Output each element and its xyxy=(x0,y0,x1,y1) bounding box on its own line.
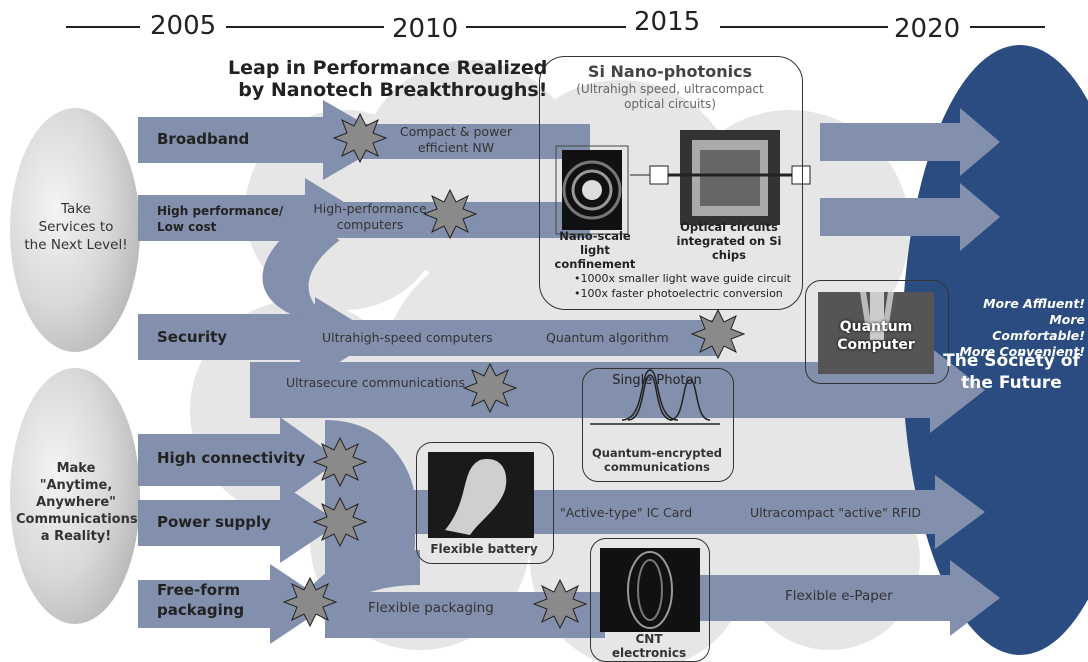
goal-oval-communications xyxy=(10,368,140,624)
burst-high-connectivity xyxy=(312,436,368,488)
burst-flexible-packaging xyxy=(532,578,588,630)
flexible-battery-image xyxy=(428,452,534,538)
future-tagline: More Affluent! More Comfortable! More Co… xyxy=(959,296,1085,359)
quantum-computer-label: Quantum Computer xyxy=(837,319,915,353)
arrow-broadband-continuation xyxy=(340,124,590,159)
single-photon-title: Single Photon xyxy=(612,373,702,388)
si-bullet-1: •1000x smaller light wave guide circuit xyxy=(574,272,791,285)
cnt-caption: CNT electronics xyxy=(611,632,687,660)
quantum-computer-image xyxy=(818,292,934,374)
si-caption-right: Optical circuits integrated on Si chips xyxy=(676,220,782,262)
label-ultrahigh-computers: Ultrahigh-speed computers xyxy=(322,330,493,345)
optical-chip-image xyxy=(630,130,811,225)
need-high-connectivity: High connectivity xyxy=(157,449,306,467)
quantum-computer-box xyxy=(805,280,949,384)
si-nanophotonics-box xyxy=(539,56,803,310)
breakthrough-bursts xyxy=(282,112,746,630)
single-photon-box xyxy=(582,368,734,482)
need-free-form-packaging: Free-form packaging xyxy=(157,581,245,619)
label-compact-nw: Compact & power efficient NW xyxy=(399,124,513,155)
si-bullet-2: •100x faster photoelectric conversion xyxy=(574,287,783,300)
label-ultracompact-rfid: Ultracompact "active" RFID xyxy=(750,505,922,520)
headline: Leap in Performance Realized by Nanotech… xyxy=(228,57,547,101)
need-high-performance: High performance/ Low cost xyxy=(157,204,284,234)
arrow-high-connectivity xyxy=(138,417,340,503)
burst-high-performance xyxy=(422,188,478,240)
burst-ultrasecure xyxy=(462,362,518,414)
si-caption-left: Nano-scale light confinement xyxy=(554,229,636,271)
single-photon-curves xyxy=(590,369,720,425)
label-flexible-epaper: Flexible e-Paper xyxy=(785,588,893,604)
goal-anytime-anywhere: Make "Anytime, Anywhere" Communications … xyxy=(16,461,138,544)
arrow-free-form-packaging xyxy=(138,564,330,644)
label-ultrasecure: Ultrasecure communications xyxy=(286,375,466,390)
arrow-broadband-future xyxy=(820,108,1000,176)
arrow-rfid xyxy=(400,475,985,549)
arrow-high-performance-future xyxy=(820,183,1000,251)
need-security: Security xyxy=(157,328,228,346)
si-subtitle: (Ultrahigh speed, ultracompact optical c… xyxy=(576,82,764,111)
burst-broadband xyxy=(332,112,388,164)
headline-line1: Leap in Performance Realized xyxy=(228,57,548,79)
flexible-battery-caption: Flexible battery xyxy=(430,542,538,556)
arrow-ultrasecure xyxy=(250,347,985,433)
year-2020: 2020 xyxy=(894,14,961,44)
light-confinement-plot xyxy=(555,145,629,235)
label-quantum-algorithm: Quantum algorithm xyxy=(546,330,669,345)
burst-free-form xyxy=(282,576,338,628)
arrow-security-continuation xyxy=(300,320,720,356)
need-power-supply: Power supply xyxy=(157,513,271,531)
burst-quantum xyxy=(690,308,746,360)
goal-oval-services xyxy=(10,108,140,352)
cnt-image xyxy=(600,548,700,632)
year-2015: 2015 xyxy=(634,7,701,37)
flexible-battery-box xyxy=(416,442,554,564)
need-broadband: Broadband xyxy=(157,130,250,148)
future-title: The Society of the Future xyxy=(943,351,1080,393)
si-title: Si Nano-photonics xyxy=(587,62,753,81)
single-photon-caption: Quantum-encrypted communications xyxy=(591,446,723,474)
label-hp-computers: High-performance computers xyxy=(313,201,427,232)
label-active-ic-card: "Active-type" IC Card xyxy=(560,505,693,520)
burst-power-supply xyxy=(312,496,368,548)
headline-line2: by Nanotech Breakthroughs! xyxy=(238,79,548,101)
year-2010: 2010 xyxy=(392,14,459,44)
year-2005: 2005 xyxy=(150,11,217,41)
label-flexible-packaging: Flexible packaging xyxy=(368,600,494,616)
arrow-broadband xyxy=(138,100,392,180)
goal-take-services: Take Services to the Next Level! xyxy=(24,201,128,253)
arrow-branch-loop xyxy=(262,222,340,318)
arrow-power-supply xyxy=(138,483,340,563)
